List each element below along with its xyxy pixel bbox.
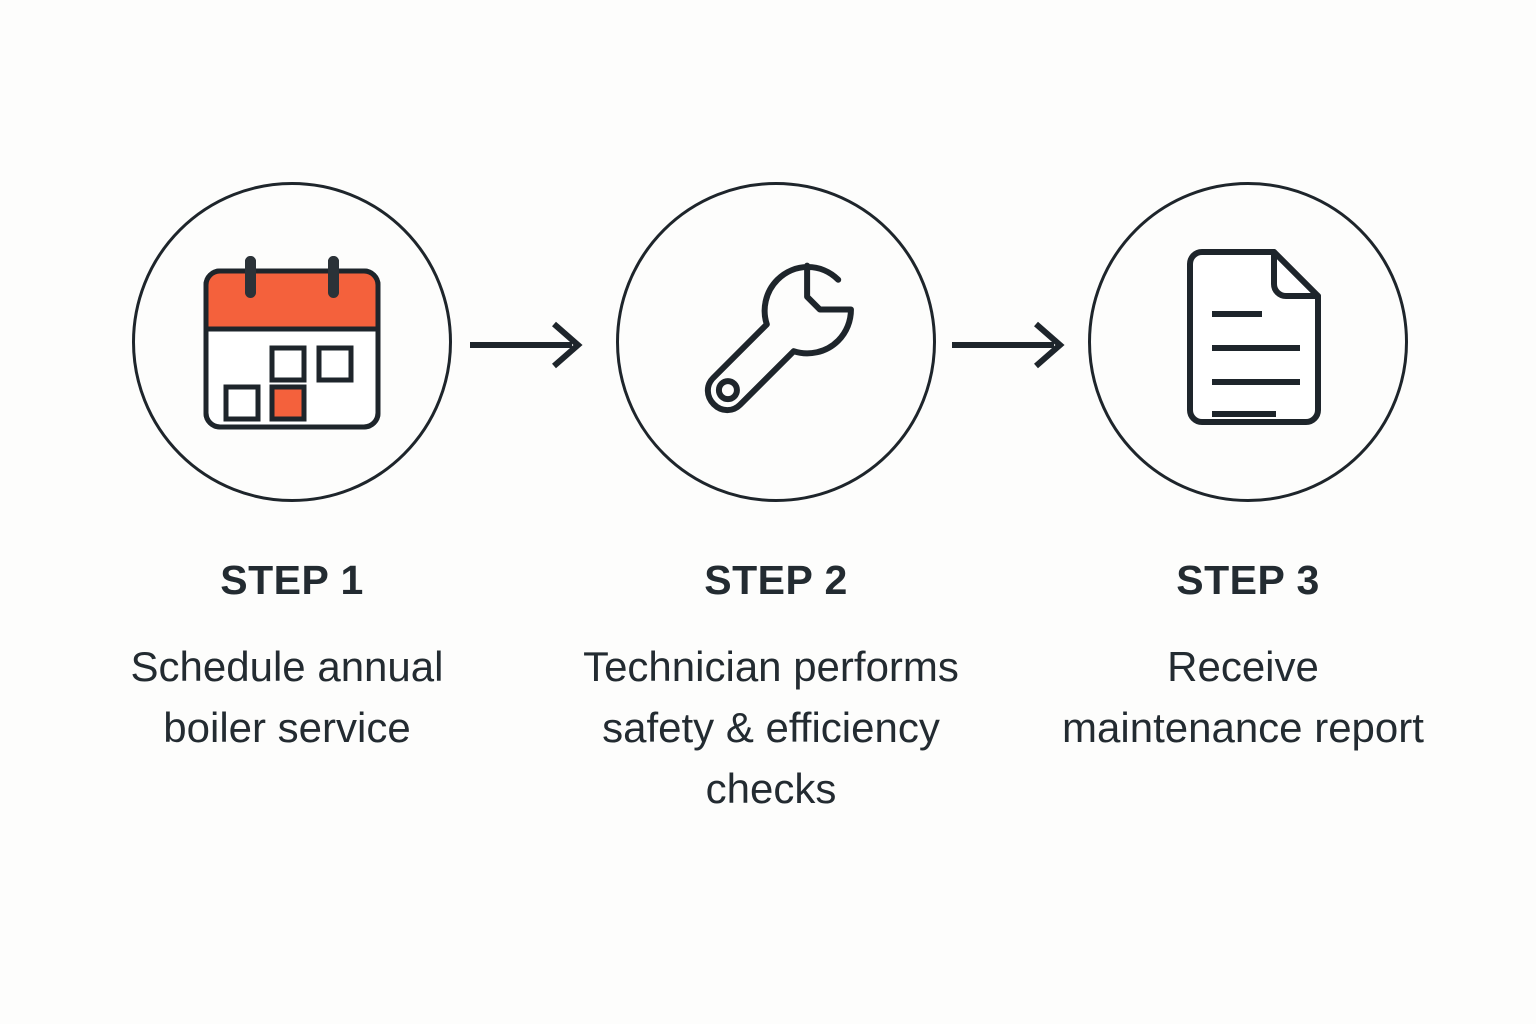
step-2-icon-circle [616, 182, 936, 502]
arrow-step1-to-step2 [468, 318, 588, 372]
step-3-icon-circle [1088, 182, 1408, 502]
step-item-3: STEP 3 Receive maintenance report [1062, 182, 1428, 759]
wrench-icon [676, 242, 876, 442]
document-icon [1148, 242, 1348, 442]
step-3-label: STEP 3 [1176, 557, 1320, 603]
step-1-label: STEP 1 [220, 557, 364, 603]
step-1-icon-circle [132, 182, 452, 502]
step-2-label: STEP 2 [704, 557, 848, 603]
calendar-icon [192, 242, 392, 442]
step-3-description: Receive maintenance report [1062, 643, 1424, 751]
step-1-description: Schedule annual boiler service [130, 643, 444, 751]
step-item-2: STEP 2 Technician performs safety & effi… [583, 182, 959, 820]
arrow-step2-to-step3 [950, 318, 1070, 372]
step-item-1: STEP 1 Schedule annual boiler service [112, 182, 472, 759]
step-2-description: Technician performs safety & efficiency … [583, 643, 959, 812]
